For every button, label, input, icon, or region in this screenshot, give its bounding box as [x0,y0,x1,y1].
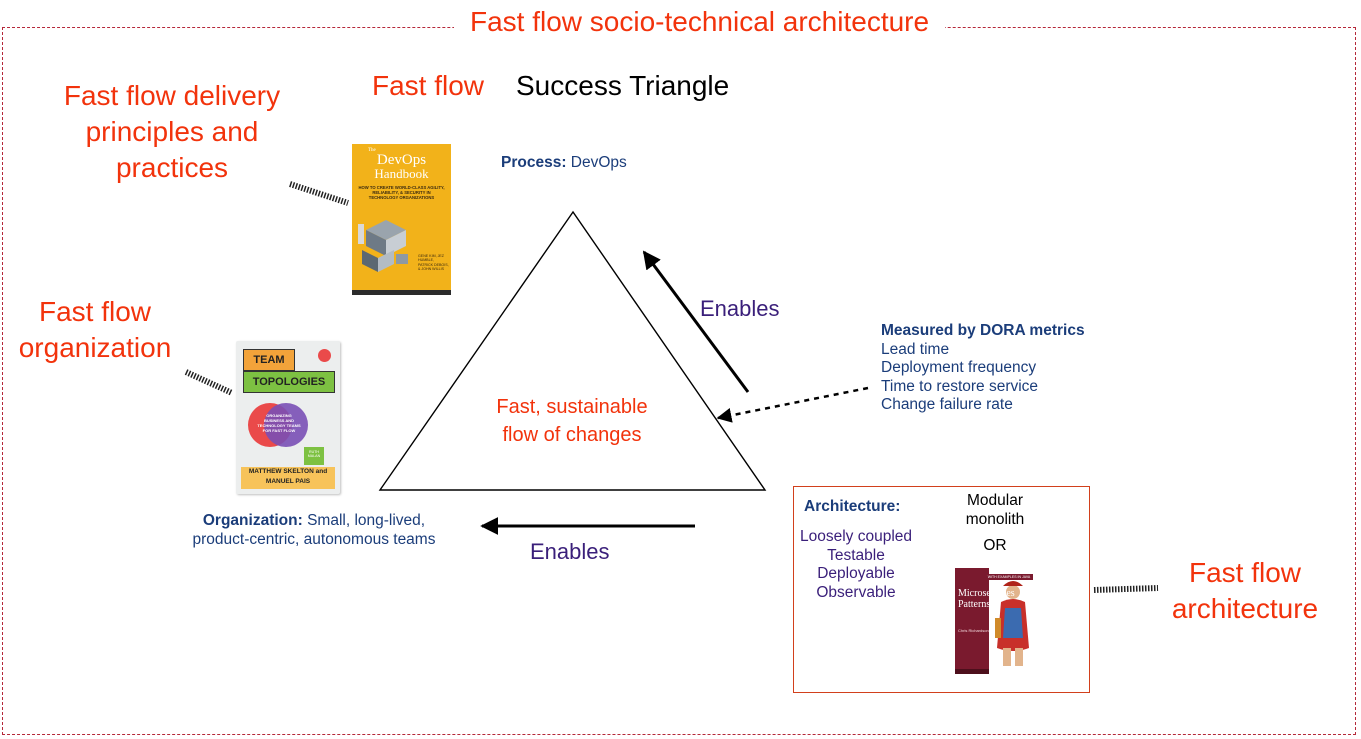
tt-sticker: RUTH MALAN [304,447,324,465]
process-label: Process: [501,154,567,171]
isometric-blocks-icon [358,220,408,272]
dora-metric: Change failure rate [881,396,1013,413]
ms-author: Chris Richardson [958,628,989,633]
enables-arrow-right [642,250,750,393]
organization-line1: Small, long-lived, [307,512,426,529]
organization-text: Organization: Small, long-lived, product… [180,512,448,549]
dora-title: Measured by DORA metrics [881,322,1085,339]
dora-dashed-arrow [716,386,869,423]
team-topologies-cover: TEAM TOPOLOGIES ORGANIZING BUSINESS AND … [236,341,340,494]
organization-label: Organization: [202,512,303,529]
hatched-connector-delivery [289,181,349,206]
architecture-quality: Testable [827,546,885,564]
devops-title-top: The [368,148,376,153]
dora-metric: Deployment frequency [881,359,1037,376]
ms-title: Microservices Patterns [958,588,1015,610]
label-delivery: Fast flow delivery principles and practi… [63,80,281,183]
architecture-label: Architecture: [804,498,901,515]
devops-title-line2: Handbook [374,166,429,181]
tt-subtitle: ORGANIZING BUSINESS AND TECHNOLOGY TEAMS… [257,413,301,433]
architecture-box [793,486,1090,693]
label-architecture: Fast flow architecture [1171,557,1319,624]
ms-series: WITH EXAMPLES IN JAVA [985,574,1033,580]
devops-authors: GENE KIM, JEZ HUMBLE, PATRICK DEBOIS, & … [418,254,449,272]
architecture-quality: Deployable [817,565,895,582]
process-value: DevOps [570,154,627,171]
dora-metric: Time to restore service [881,377,1039,395]
enables-label-right: Enables [700,296,780,321]
hatched-connector-organization [184,369,234,396]
architecture-quality: Loosely coupled [799,528,913,545]
devops-title-line1: DevOps [376,152,427,168]
success-triangle [378,210,767,491]
option-or: OR [983,537,1007,554]
cover-figure-illustration [995,581,1029,666]
devops-handbook-cover: The DevOps Handbook HOW TO CREATE WORLD-… [352,144,451,295]
organization-line2: product-centric, autonomous teams [192,530,436,548]
tt-title2: TOPOLOGIES [243,371,335,393]
microservices-patterns-cover: WITH EXAMPLES IN JAVA Microservices Patt… [955,568,1036,674]
hatched-connector-architecture [1093,585,1159,593]
architecture-qualities: Loosely coupled Testable Deployable Obse… [796,528,916,602]
process-text: Process: DevOps [501,154,627,173]
tt-title1: TEAM [243,349,295,371]
outer-title: Fast flow socio-technical architecture [454,6,946,38]
center-text: Fast, sustainable flow of changes [472,393,672,449]
architecture-quality: Observable [816,583,896,601]
enables-label-bottom: Enables [530,539,610,564]
center-line1: Fast, sustainable [496,396,648,418]
option-modular-monolith: Modular monolith [965,492,1025,528]
heading-fast-flow: Fast flow [372,70,485,101]
devops-subtitle: HOW TO CREATE WORLD-CLASS AGILITY, RELIA… [358,185,445,200]
center-line2: flow of changes [502,424,642,446]
heading-success-triangle: Success Triangle [516,70,730,101]
tt-authors: MATTHEW SKELTON and MANUEL PAIS [241,467,335,489]
dora-metrics: Measured by DORA metrics Lead time Deplo… [881,322,1085,415]
dora-metric: Lead time [881,340,950,358]
label-organization: Fast flow organization [18,296,172,363]
